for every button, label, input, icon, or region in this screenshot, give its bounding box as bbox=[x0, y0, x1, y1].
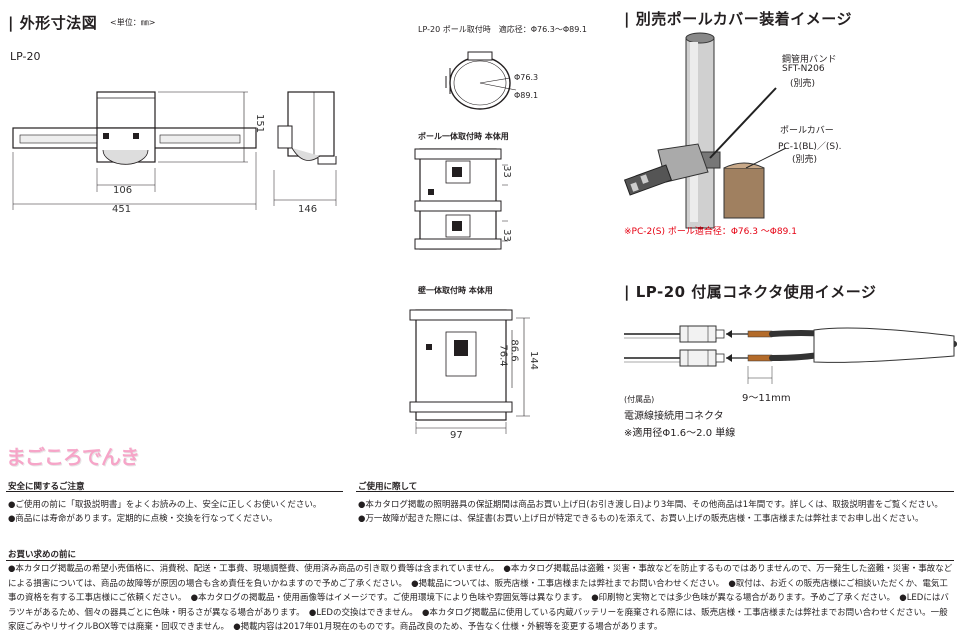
pole-diameter-2: Φ89.1 bbox=[514, 91, 539, 100]
safety-line: ●ご使用の前に「取扱説明書」をよくお読みの上、安全に正しくお使いください。 bbox=[8, 500, 322, 510]
unit-note: <単位：㎜> bbox=[110, 18, 156, 27]
cover-label-3: (別売) bbox=[792, 155, 818, 165]
accessory-label: (付属品) bbox=[624, 395, 655, 404]
front-view-drawing bbox=[12, 91, 257, 210]
cover-label-1: ポールカバー bbox=[780, 126, 834, 136]
rule-safety bbox=[6, 491, 343, 492]
model-label: LP-20 bbox=[10, 50, 41, 63]
band-label-1: 鋼管用バンド bbox=[782, 55, 837, 65]
pole-band-drawing bbox=[445, 51, 517, 110]
dim-146: 146 bbox=[298, 204, 318, 215]
dim-106: 106 bbox=[113, 185, 133, 196]
section-title-connector: | LP-20 付属コネクタ使用イメージ bbox=[624, 283, 877, 301]
connector-illustration bbox=[624, 325, 957, 384]
dim-151: 151 bbox=[254, 113, 266, 134]
dim-451: 451 bbox=[112, 204, 132, 215]
accessory-name: 電源線接続用コネクタ bbox=[624, 411, 724, 422]
brand-logo: まごころでんき bbox=[6, 445, 140, 469]
pole-body-dim-a: 33 bbox=[500, 165, 512, 178]
connector-dim: 9～11mm bbox=[742, 393, 791, 404]
pole-body-dim-b: 33 bbox=[500, 229, 512, 242]
pole-cover-illustration bbox=[623, 32, 787, 229]
band-label-3: (別売) bbox=[790, 79, 816, 89]
cover-label-2: PC-1(BL)／(S). bbox=[778, 142, 842, 152]
pole-diameter-1: Φ76.3 bbox=[514, 73, 539, 82]
section-title-cover: | 別売ポールカバー装着イメージ bbox=[624, 10, 852, 28]
pole-mount-title: LP-20 ポール取付時 適応径：Φ76.3～Φ89.1 bbox=[418, 25, 587, 34]
usage-title: ご使用に際して bbox=[358, 482, 418, 492]
wall-dim-76: 76.4 bbox=[497, 344, 509, 367]
wall-body-title: 壁一体取付時 本体用 bbox=[418, 286, 493, 295]
rule-purchase bbox=[6, 560, 954, 561]
accessory-note: ※適用径Φ1.6～2.0 単線 bbox=[624, 428, 736, 439]
band-label-2: SFT-N206 bbox=[782, 64, 825, 74]
purchase-title: お買い求めの前に bbox=[8, 550, 77, 560]
wall-dim-86: 86.6 bbox=[508, 339, 520, 362]
wall-body-plate-drawing bbox=[409, 309, 530, 434]
side-view-drawing bbox=[273, 91, 337, 206]
purchase-notes: ●本カタログ掲載品の希望小売価格に、消費税、配送・工事費、現場調整費、使用済み商… bbox=[8, 564, 953, 632]
cover-note: ※PC-2(S) ポール適合径：Φ76.3 ～Φ89.1 bbox=[624, 227, 797, 237]
section-title-outline: | 外形寸法図 bbox=[8, 14, 98, 32]
safety-title: 安全に関するご注意 bbox=[8, 482, 85, 492]
wall-dim-97: 97 bbox=[450, 430, 463, 441]
safety-notes: ●ご使用の前に「取扱説明書」をよくお読みの上、安全に正しくお使いください。 ●商… bbox=[8, 498, 344, 526]
safety-line: ●商品には寿命があります。定期的に点検・交換を行なってください。 bbox=[8, 514, 278, 524]
usage-notes: ●本カタログ掲載の照明器具の保証期間は商品お買い上げ日(お引き渡し日)より3年間… bbox=[358, 500, 948, 524]
pole-body-plate-drawing bbox=[414, 148, 508, 250]
wall-dim-144: 144 bbox=[528, 350, 540, 371]
rule-usage bbox=[356, 491, 954, 492]
pole-body-title: ポール一体取付時 本体用 bbox=[418, 132, 509, 141]
